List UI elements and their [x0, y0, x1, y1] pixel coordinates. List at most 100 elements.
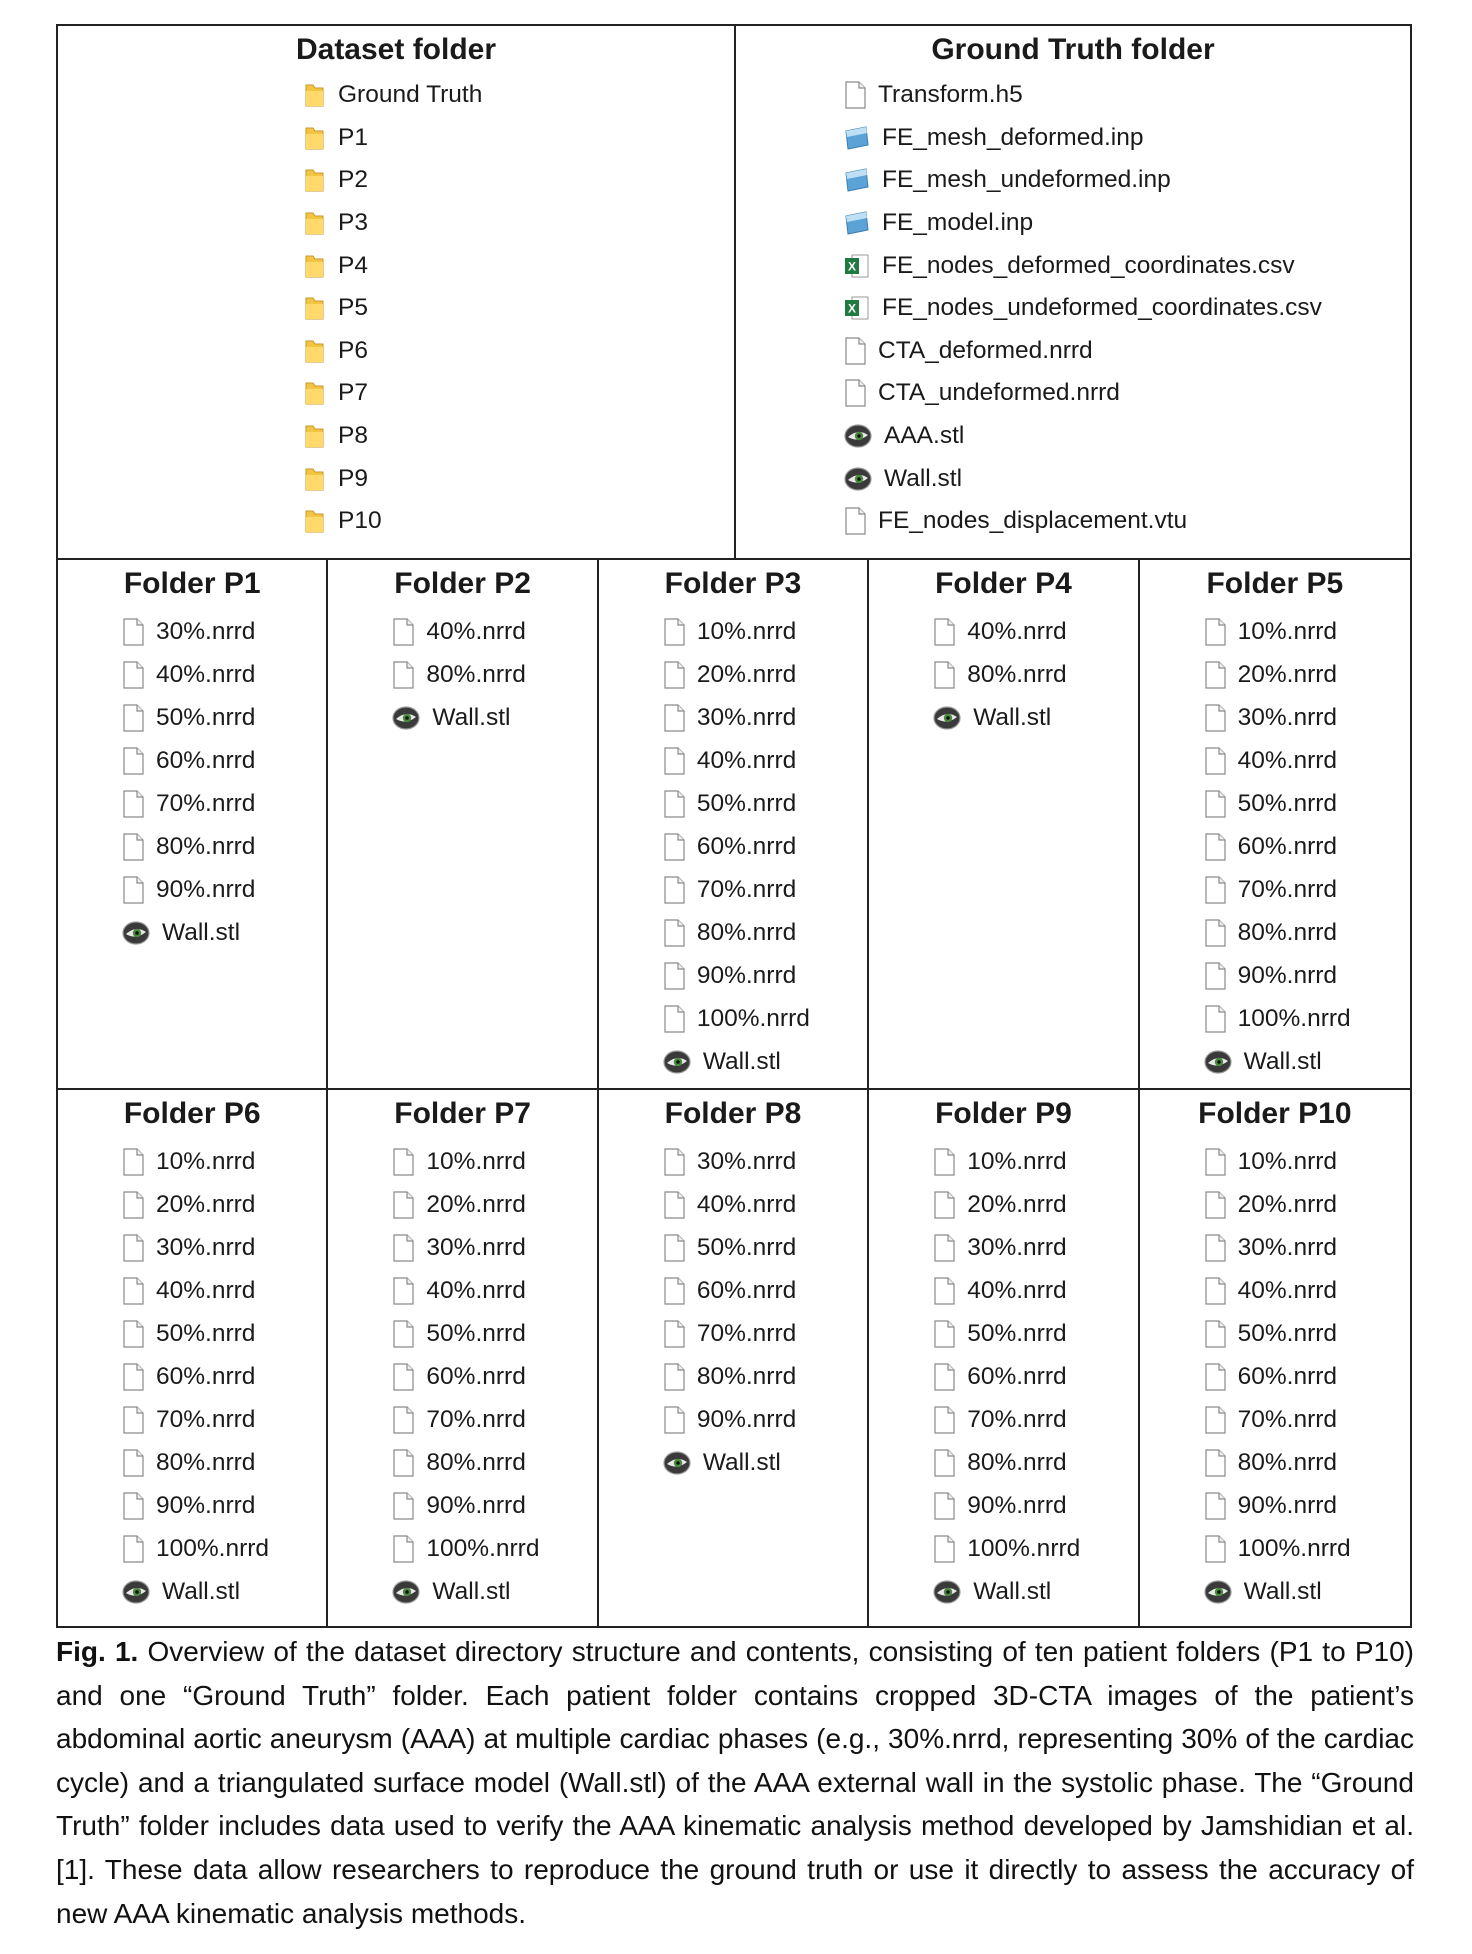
folder-item[interactable]: Ground Truth	[304, 74, 482, 117]
file-item[interactable]: 20%.nrrd	[663, 653, 810, 696]
file-item[interactable]: 30%.nrrd	[663, 1140, 796, 1183]
file-item[interactable]: 100%.nrrd	[1204, 1527, 1351, 1570]
file-item[interactable]: 30%.nrrd	[1204, 696, 1351, 739]
folder-item[interactable]: P8	[304, 415, 482, 458]
file-item[interactable]: 30%.nrrd	[663, 696, 810, 739]
file-item[interactable]: 10%.nrrd	[1204, 1140, 1351, 1183]
file-item[interactable]: Wall.stl	[663, 1040, 810, 1083]
file-item[interactable]: 80%.nrrd	[122, 1441, 269, 1484]
file-item[interactable]: 90%.nrrd	[392, 1484, 539, 1527]
file-item[interactable]: 70%.nrrd	[392, 1398, 539, 1441]
file-item[interactable]: 80%.nrrd	[392, 1441, 539, 1484]
file-item[interactable]: 50%.nrrd	[663, 782, 810, 825]
file-item[interactable]: 10%.nrrd	[933, 1140, 1080, 1183]
file-item[interactable]: 80%.nrrd	[663, 1355, 796, 1398]
file-item[interactable]: 70%.nrrd	[1204, 868, 1351, 911]
file-item[interactable]: 30%.nrrd	[122, 1226, 269, 1269]
file-item[interactable]: Wall.stl	[122, 1570, 269, 1613]
folder-item[interactable]: P4	[304, 244, 482, 287]
file-item[interactable]: AAA.stl	[844, 415, 1322, 458]
file-item[interactable]: 60%.nrrd	[933, 1355, 1080, 1398]
file-item[interactable]: Wall.stl	[122, 911, 255, 954]
folder-item[interactable]: P5	[304, 287, 482, 330]
file-item[interactable]: 80%.nrrd	[392, 653, 526, 696]
file-item[interactable]: 80%.nrrd	[1204, 911, 1351, 954]
file-item[interactable]: 90%.nrrd	[663, 954, 810, 997]
file-item[interactable]: Wall.stl	[844, 457, 1322, 500]
file-item[interactable]: 90%.nrrd	[122, 868, 255, 911]
file-item[interactable]: 60%.nrrd	[663, 1269, 796, 1312]
file-item[interactable]: 40%.nrrd	[1204, 1269, 1351, 1312]
file-item[interactable]: 70%.nrrd	[663, 868, 810, 911]
file-item[interactable]: Wall.stl	[392, 696, 525, 739]
file-item[interactable]: 40%.nrrd	[392, 1269, 539, 1312]
file-item[interactable]: CTA_undeformed.nrrd	[844, 372, 1322, 415]
file-item[interactable]: 90%.nrrd	[1204, 954, 1351, 997]
file-item[interactable]: 50%.nrrd	[1204, 782, 1351, 825]
file-item[interactable]: Wall.stl	[1204, 1570, 1351, 1613]
file-item[interactable]: 100%.nrrd	[392, 1527, 539, 1570]
file-item[interactable]: 30%.nrrd	[392, 1226, 539, 1269]
file-item[interactable]: 20%.nrrd	[1204, 1183, 1351, 1226]
file-item[interactable]: 40%.nrrd	[933, 610, 1067, 653]
file-item[interactable]: 40%.nrrd	[933, 1269, 1080, 1312]
file-item[interactable]: 60%.nrrd	[392, 1355, 539, 1398]
file-item[interactable]: 30%.nrrd	[1204, 1226, 1351, 1269]
file-item[interactable]: 100%.nrrd	[933, 1527, 1080, 1570]
folder-item[interactable]: P3	[304, 202, 482, 245]
file-item[interactable]: 10%.nrrd	[663, 610, 810, 653]
file-item[interactable]: 70%.nrrd	[122, 1398, 269, 1441]
file-item[interactable]: Wall.stl	[933, 696, 1066, 739]
file-item[interactable]: 70%.nrrd	[933, 1398, 1080, 1441]
file-item[interactable]: 90%.nrrd	[663, 1398, 796, 1441]
file-item[interactable]: 40%.nrrd	[663, 1183, 796, 1226]
file-item[interactable]: 40%.nrrd	[122, 653, 255, 696]
file-item[interactable]: 40%.nrrd	[1204, 739, 1351, 782]
folder-item[interactable]: P9	[304, 457, 482, 500]
file-item[interactable]: 50%.nrrd	[933, 1312, 1080, 1355]
file-item[interactable]: 20%.nrrd	[1204, 653, 1351, 696]
file-item[interactable]: 30%.nrrd	[122, 610, 255, 653]
file-item[interactable]: Wall.stl	[1204, 1040, 1351, 1083]
folder-item[interactable]: P1	[304, 117, 482, 160]
file-item[interactable]: 60%.nrrd	[663, 825, 810, 868]
folder-item[interactable]: P2	[304, 159, 482, 202]
file-item[interactable]: FE_model.inp	[844, 202, 1322, 245]
file-item[interactable]: 100%.nrrd	[1204, 997, 1351, 1040]
file-item[interactable]: 20%.nrrd	[122, 1183, 269, 1226]
file-item[interactable]: 50%.nrrd	[663, 1226, 796, 1269]
folder-item[interactable]: P10	[304, 500, 482, 543]
file-item[interactable]: 40%.nrrd	[392, 610, 526, 653]
file-item[interactable]: 60%.nrrd	[122, 1355, 269, 1398]
file-item[interactable]: 80%.nrrd	[122, 825, 255, 868]
file-item[interactable]: 70%.nrrd	[122, 782, 255, 825]
file-item[interactable]: 20%.nrrd	[933, 1183, 1080, 1226]
file-item[interactable]: Wall.stl	[933, 1570, 1080, 1613]
file-item[interactable]: 100%.nrrd	[122, 1527, 269, 1570]
file-item[interactable]: 20%.nrrd	[392, 1183, 539, 1226]
file-item[interactable]: FE_mesh_deformed.inp	[844, 117, 1322, 160]
file-item[interactable]: Wall.stl	[392, 1570, 539, 1613]
file-item[interactable]: 40%.nrrd	[663, 739, 810, 782]
file-item[interactable]: 10%.nrrd	[122, 1140, 269, 1183]
file-item[interactable]: 40%.nrrd	[122, 1269, 269, 1312]
file-item[interactable]: 50%.nrrd	[1204, 1312, 1351, 1355]
file-item[interactable]: 50%.nrrd	[122, 1312, 269, 1355]
file-item[interactable]: 70%.nrrd	[663, 1312, 796, 1355]
file-item[interactable]: 80%.nrrd	[933, 1441, 1080, 1484]
file-item[interactable]: Wall.stl	[663, 1441, 796, 1484]
file-item[interactable]: 50%.nrrd	[122, 696, 255, 739]
file-item[interactable]: 30%.nrrd	[933, 1226, 1080, 1269]
file-item[interactable]: CTA_deformed.nrrd	[844, 330, 1322, 373]
file-item[interactable]: 50%.nrrd	[392, 1312, 539, 1355]
file-item[interactable]: 90%.nrrd	[933, 1484, 1080, 1527]
folder-item[interactable]: P6	[304, 330, 482, 373]
file-item[interactable]: FE_nodes_displacement.vtu	[844, 500, 1322, 543]
file-item[interactable]: 80%.nrrd	[663, 911, 810, 954]
file-item[interactable]: 60%.nrrd	[1204, 1355, 1351, 1398]
file-item[interactable]: 90%.nrrd	[1204, 1484, 1351, 1527]
file-item[interactable]: 90%.nrrd	[122, 1484, 269, 1527]
file-item[interactable]: 10%.nrrd	[1204, 610, 1351, 653]
